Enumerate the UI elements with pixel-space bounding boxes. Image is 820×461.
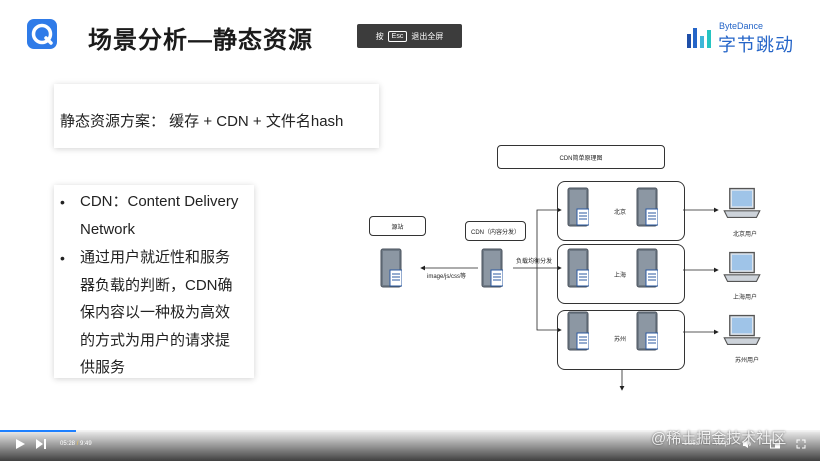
play-icon[interactable]: [14, 438, 26, 450]
esc-key-label: Esc: [387, 30, 408, 42]
user-label-beijing: 北京用户: [733, 232, 758, 238]
arrow-right-label: 负载均衡分发: [516, 259, 553, 265]
volume-icon[interactable]: [742, 439, 752, 449]
bytedance-logo-icon: [687, 28, 711, 48]
bullet-1-line-1: CDN：Content Delivery: [80, 193, 239, 210]
node-group-suzhou: [557, 310, 685, 370]
quality-button[interactable]: 720p: [715, 441, 729, 447]
esc-prefix-label: 按: [375, 31, 384, 41]
diagram-title: CDN简单原理图: [559, 155, 603, 162]
diagram-title-box: CDN简单原理图: [497, 145, 665, 169]
brand-cn: 字节跳动: [718, 35, 794, 55]
node-group-shanghai: [557, 244, 685, 304]
city-label-beijing: 北京: [614, 210, 627, 216]
origin-label: 源站: [391, 224, 404, 231]
origin-box: 源站: [369, 216, 426, 236]
solution-text: 静态资源方案： 缓存 + CDN + 文件名hash: [60, 113, 344, 130]
brand-en: ByteDance: [719, 21, 764, 31]
bullet-2-line-1: 通过用户就近性和服务: [80, 249, 231, 266]
node-group-beijing: [557, 181, 685, 241]
bullet-2-line-5: 供服务: [80, 359, 126, 376]
video-control-bar: [0, 430, 820, 461]
solution-card: [54, 84, 379, 148]
bullet-2-text: 通过用户就近性和服务 器负载的判断，CDN确 保内容以一种极为高效 的方式为用户…: [80, 244, 248, 382]
arrow-left-label: image/js/css等: [427, 274, 467, 280]
city-label-suzhou: 苏州: [614, 337, 627, 343]
cdn-label: CDN（内容分发）: [471, 229, 520, 236]
bullet-1-marker: •: [60, 194, 65, 210]
app-logo-icon: [27, 19, 57, 49]
bullet-2-line-2: 器负载的判断，CDN确: [80, 276, 233, 294]
pip-icon[interactable]: [770, 439, 780, 449]
watermark: @稀土掘金技术社区: [651, 430, 787, 447]
speed-button[interactable]: 1.25x: [684, 441, 699, 447]
fullscreen-icon[interactable]: [796, 439, 806, 449]
time-display: 05:28 / 9:49: [60, 441, 92, 447]
exit-fullscreen-button[interactable]: 按 Esc 退出全屏: [357, 24, 462, 48]
esc-suffix-label: 退出全屏: [411, 31, 444, 41]
page-title: 场景分析—静态资源: [88, 27, 313, 54]
current-time: 05:28: [60, 441, 76, 447]
next-icon[interactable]: [35, 438, 47, 450]
cdn-description-card: • CDN：Content Delivery Network • 通过用户就近性…: [54, 185, 254, 378]
bullet-1-line-2: Network: [80, 220, 136, 238]
bullet-2-marker: •: [60, 250, 65, 266]
progress-fill: [0, 430, 77, 432]
user-label-suzhou: 苏州用户: [735, 358, 760, 364]
total-time: 9:49: [80, 441, 92, 447]
progress-track[interactable]: [0, 430, 820, 432]
user-label-shanghai: 上海用户: [733, 295, 758, 301]
bullet-2-line-4: 的方式为用户的请求提: [80, 331, 231, 349]
bullet-2-line-3: 保内容以一种极为高效: [80, 304, 231, 321]
city-label-shanghai: 上海: [614, 273, 627, 279]
cdn-box: CDN（内容分发）: [465, 221, 526, 241]
time-separator: /: [76, 441, 79, 447]
bullet-1-text: CDN：Content Delivery Network: [80, 188, 248, 243]
